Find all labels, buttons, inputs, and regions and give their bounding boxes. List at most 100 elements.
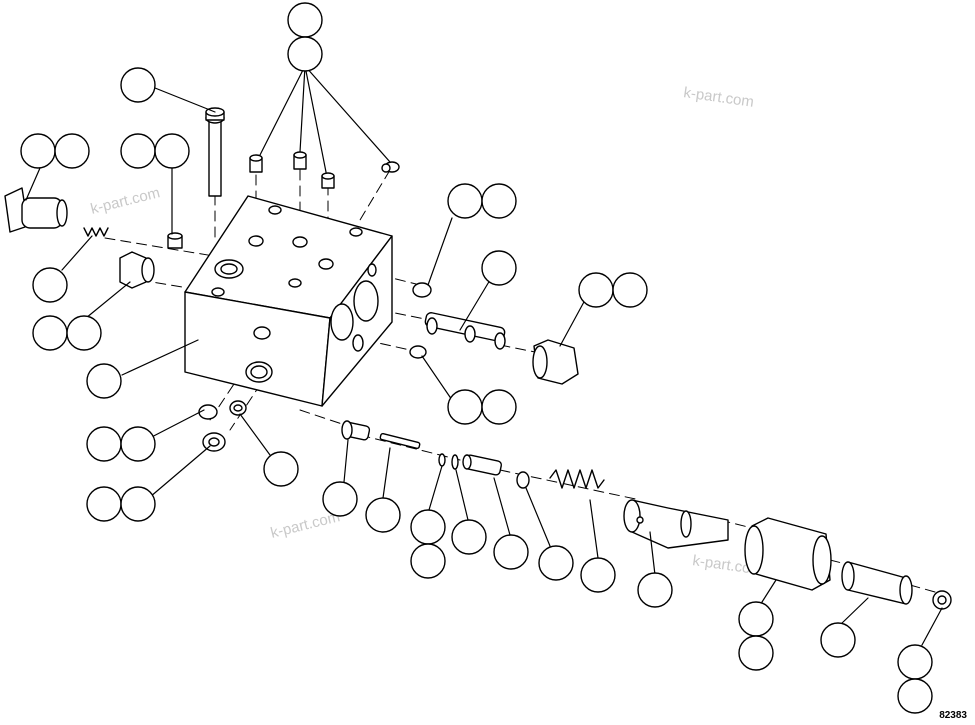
leader-line [559,299,586,347]
main-spring [549,469,605,489]
leader-line [121,339,199,376]
housing-hole [636,516,644,524]
seat-flange [341,420,353,440]
parts [4,107,952,610]
callout-c21 [86,486,122,522]
watermark: k-part.com [682,84,755,111]
callout-c11 [86,363,122,399]
side-plug [409,345,427,359]
callout-c27 [410,543,446,579]
axis-line [299,409,346,426]
callout-c36 [897,644,933,680]
callout-c4 [20,133,56,169]
leader-line [427,217,453,286]
block-port [253,326,271,340]
leader-line [304,65,391,163]
figure-reference-number: 82383 [939,710,967,721]
nut-face [812,535,832,585]
callout-c16 [612,272,648,308]
housing-body [631,499,729,549]
leader-line [761,579,777,603]
block-port-inner [250,365,268,379]
leader-line [61,235,93,271]
block-port [349,227,363,237]
leader-line [343,439,349,483]
callout-c32 [637,572,673,608]
housing-groove [680,510,692,538]
left-cartridge [4,187,68,233]
housing-end [623,499,641,533]
orifice-plug-inner [233,404,243,412]
plug-top [293,151,307,159]
block-port [268,205,282,215]
callout-c37 [897,678,933,714]
leader-line [455,469,469,521]
block-port [292,236,308,248]
leader-line [839,597,869,626]
block-port [211,287,225,297]
small-spring [83,227,109,237]
callout-c20 [120,426,156,462]
callouts [20,2,933,714]
block-port-inner [220,263,238,275]
watermark: k-part.com [89,184,162,218]
callout-c28 [451,519,487,555]
hex-plug-end [141,257,155,283]
washer-hole [208,437,220,447]
cap-screw [205,107,225,197]
o-ring [438,453,446,467]
callout-c15 [578,272,614,308]
callout-c6 [120,133,156,169]
sleeve-face [899,575,913,605]
callout-c8 [32,267,68,303]
callout-c25 [365,497,401,533]
callout-c33 [738,601,774,637]
orifice-plug [198,404,218,420]
plug-top [321,172,335,180]
axis-line [499,344,536,353]
cartridge-end [56,199,68,227]
block-side-port [353,280,379,322]
leader-line [428,465,443,511]
callout-c34 [738,635,774,671]
block-side-port [352,334,364,352]
leader-line [259,65,306,156]
leader-line [154,87,216,113]
block-port [248,235,264,247]
leader-line [304,65,327,173]
axis-line [909,584,936,593]
leader-line [921,607,943,646]
leader-line [525,487,551,547]
sleeve-body [847,561,907,605]
adjusting-sleeve [841,561,913,605]
callout-c7 [154,133,190,169]
callout-c26 [410,509,446,545]
top-plugs [249,151,400,189]
spool-land [494,332,506,350]
spool-land [464,325,476,343]
leader-line [493,477,511,536]
block-port [318,258,334,270]
spring-housing [623,499,729,549]
cartridge-body [21,197,63,229]
leader-line [649,531,656,576]
spool-land [426,317,438,335]
leader-line [149,445,211,498]
callout-c14 [481,250,517,286]
leader-line [421,355,453,401]
callout-c23 [263,451,299,487]
callout-c3 [120,67,156,103]
nut-back [744,525,764,575]
small-plug-top [167,232,183,240]
block-side-face [321,235,393,407]
plug-end [381,163,391,173]
callout-c24 [322,481,358,517]
callout-c30 [538,545,574,581]
leader-line [239,413,271,456]
block-port [288,278,302,288]
sleeve-end [841,561,855,591]
callout-c12 [447,183,483,219]
pin-body [379,432,421,450]
poppet-seat [341,420,371,441]
